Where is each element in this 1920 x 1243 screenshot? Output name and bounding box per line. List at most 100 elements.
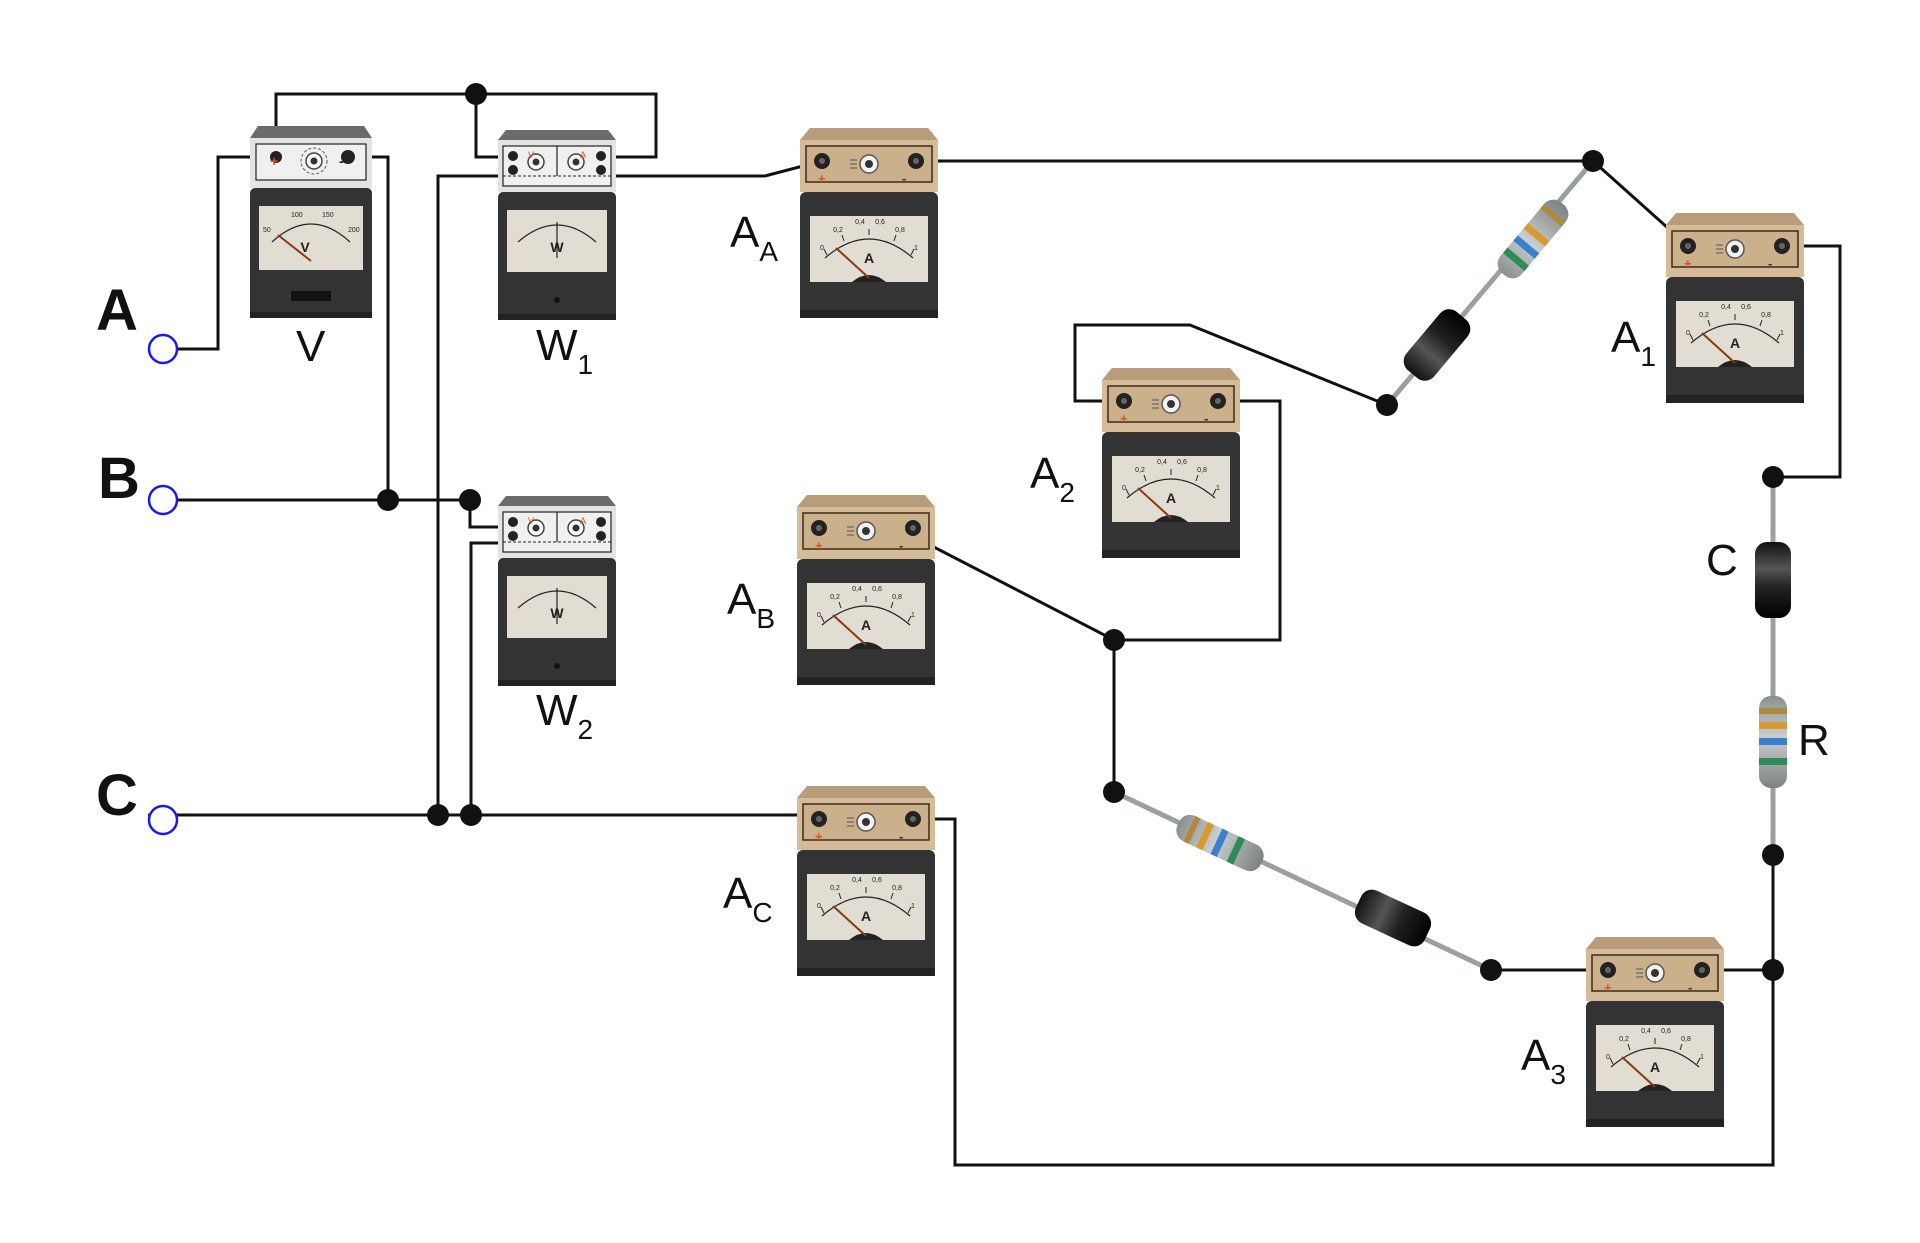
ammeter-aa-scale-0: 0 (820, 245, 824, 252)
ammeter-a1 (1665, 212, 1805, 404)
ammeter-aa-scale-4: 0,8 (895, 227, 905, 234)
a3-minus-mark: - (1688, 980, 1692, 995)
ammeter-a2-scale-2: 0,4 (1157, 459, 1167, 466)
ac-face-letter: A (861, 908, 871, 924)
node-upper-right (1582, 150, 1604, 172)
ammeter-face-letters: A A A A A A (861, 250, 1740, 1075)
a3-face-letter: A (1650, 1059, 1660, 1075)
a2-minus-mark: - (1204, 411, 1208, 426)
capacitor-upper-branch (1403, 309, 1471, 381)
label-w2: W2 (536, 686, 593, 745)
voltmeter-scale-200: 200 (348, 227, 360, 234)
ammeter-ac-scale-0: 0 (817, 903, 821, 910)
node-a3-right (1762, 959, 1784, 981)
ammeter-ac-scale-5: 1 (911, 903, 915, 910)
wattmeter-w2 (497, 495, 617, 687)
supply-terminals: A B C (96, 278, 179, 836)
capacitor-c (1755, 542, 1791, 618)
ammeter-aa-scale-1: 0,2 (833, 227, 843, 234)
node-lower-branch-end (1480, 959, 1502, 981)
a3-plus-mark: + (1604, 980, 1612, 995)
label-resistor-r: R (1798, 716, 1830, 765)
ammeter-ac (796, 785, 936, 977)
aa-face-letter: A (864, 250, 874, 266)
node-c-top (1762, 466, 1784, 488)
w2-voltage-mark: V (528, 516, 534, 526)
terminal-a-label: A (96, 278, 138, 343)
ammeter-scales: 0 0,2 0,4 0,6 0,8 1 0 0,2 0,4 0,6 0,8 1 0 0,2 0,4 0,6 0,… (817, 219, 1784, 1061)
ac-plus-mark: + (815, 829, 823, 844)
terminal-a-ring (147, 333, 179, 365)
wattmeter-w1 (497, 129, 617, 321)
node-r-bottom (1762, 844, 1784, 866)
label-a3: A3 (1521, 1031, 1566, 1090)
a2-face-letter: A (1166, 490, 1176, 506)
ammeter-aa-scale-5: 1 (914, 245, 918, 252)
node-c-w1 (427, 804, 449, 826)
ammeter-a3-scale-4: 0,8 (1681, 1036, 1691, 1043)
label-w1: W1 (536, 321, 593, 380)
ammeter-a3-scale-5: 1 (1700, 1054, 1704, 1061)
node-lower-branch-start (1103, 781, 1125, 803)
label-ab: AB (727, 575, 775, 634)
wiring (148, 92, 1842, 1167)
ammeter-a1-scale-2: 0,4 (1721, 304, 1731, 311)
ammeter-a1-scale-5: 1 (1780, 330, 1784, 337)
ammeter-a2-scale-4: 0,8 (1197, 467, 1207, 474)
voltmeter-plus-mark: + (270, 153, 278, 169)
terminal-b-ring (147, 484, 179, 516)
a2-plus-mark: + (1120, 411, 1128, 426)
a1-face-letter: A (1730, 335, 1740, 351)
ammeter-ab-scale-3: 0,6 (872, 586, 882, 593)
label-v: V (296, 322, 326, 371)
voltmeter-v (250, 126, 372, 318)
ammeter-aa (799, 127, 939, 319)
resistor-lower-branch (1176, 814, 1264, 872)
ammeter-a2-scale-0: 0 (1122, 485, 1126, 492)
w1-current-mark: A (580, 150, 586, 160)
ammeter-ac-scale-3: 0,6 (872, 877, 882, 884)
ab-face-letter: A (861, 617, 871, 633)
ammeter-ac-scale-1: 0,2 (830, 885, 840, 892)
terminal-c-ring (147, 804, 179, 836)
w1-voltage-mark: V (528, 150, 534, 160)
voltmeter-scale-150: 150 (322, 212, 334, 219)
ammeter-a3-scale-2: 0,4 (1641, 1028, 1651, 1035)
aa-plus-mark: + (818, 171, 826, 186)
ammeter-a3-scale-0: 0 (1606, 1054, 1610, 1061)
node-top-w1 (465, 83, 487, 105)
node-b-w2 (459, 489, 481, 511)
ammeter-a1-scale-0: 0 (1686, 330, 1690, 337)
ammeter-a2-scale-1: 0,2 (1135, 467, 1145, 474)
aa-minus-mark: - (902, 171, 906, 186)
ammeter-ab-scale-5: 1 (911, 612, 915, 619)
node-c-w2 (460, 804, 482, 826)
voltmeter-scale-100: 100 (291, 212, 303, 219)
resistor-upper-branch (1497, 199, 1569, 279)
ab-plus-mark: + (815, 538, 823, 553)
meter-labels: V W1 W2 AA AB AC A1 A2 A3 (296, 208, 1656, 1090)
ammeter-aa-scale-2: 0,4 (855, 219, 865, 226)
ammeter-a3 (1585, 936, 1725, 1128)
label-capacitor-c: C (1706, 536, 1738, 585)
ammeter-a3-scale-3: 0,6 (1661, 1028, 1671, 1035)
ammeter-a1-scale-4: 0,8 (1761, 312, 1771, 319)
ammeter-a1-scale-1: 0,2 (1699, 312, 1709, 319)
voltmeter-scale-50: 50 (263, 227, 271, 234)
wattmeter-w1-face-letter: W (550, 239, 564, 255)
wattmeter-w2-face-letter: W (550, 605, 564, 621)
resistor-r (1759, 696, 1787, 788)
ammeter-ab-scale-1: 0,2 (830, 594, 840, 601)
ammeter-ab-scale-0: 0 (817, 612, 821, 619)
voltmeter-minus-mark: - (339, 153, 344, 169)
ammeter-a1-scale-3: 0,6 (1741, 304, 1751, 311)
ammeter-aa-scale-3: 0,6 (875, 219, 885, 226)
ammeter-ab (796, 494, 936, 686)
ac-minus-mark: - (899, 829, 903, 844)
ammeter-a2 (1101, 367, 1241, 559)
node-upper-branch-end (1376, 394, 1398, 416)
ammeter-a2-scale-3: 0,6 (1177, 459, 1187, 466)
ammeter-ac-scale-2: 0,4 (852, 877, 862, 884)
ammeter-a3-scale-1: 0,2 (1619, 1036, 1629, 1043)
label-aa: AA (730, 208, 778, 267)
